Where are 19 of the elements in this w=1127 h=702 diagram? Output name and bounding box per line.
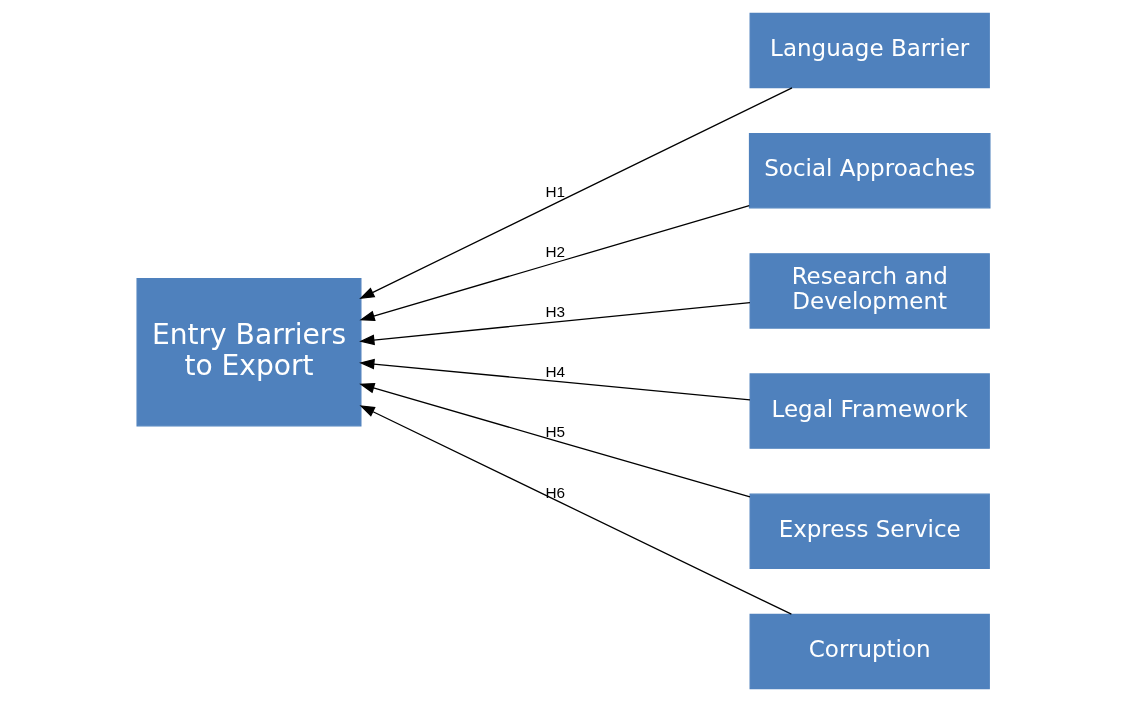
arrow bbox=[359, 405, 792, 615]
node-box: Corruption bbox=[749, 613, 990, 690]
arrow bbox=[359, 382, 751, 498]
arrow bbox=[359, 87, 793, 300]
node-box: Research and Development bbox=[749, 253, 990, 329]
arrow bbox=[359, 302, 751, 346]
node-box: Legal Framework bbox=[749, 373, 990, 449]
edge-label: H2 bbox=[545, 243, 565, 261]
node-box: Social Approaches bbox=[748, 133, 991, 209]
edge-label: H1 bbox=[545, 183, 565, 201]
edge-label: H4 bbox=[545, 363, 565, 381]
arrow bbox=[359, 358, 751, 401]
node-box: Express Service bbox=[749, 493, 990, 569]
node-box: Entry Barriers to Export bbox=[136, 278, 362, 427]
edge-label: H3 bbox=[545, 303, 565, 321]
node-box: Language Barrier bbox=[749, 12, 990, 89]
arrow bbox=[359, 205, 750, 322]
edge-label: H5 bbox=[545, 423, 565, 441]
edge-label: H6 bbox=[545, 483, 565, 501]
